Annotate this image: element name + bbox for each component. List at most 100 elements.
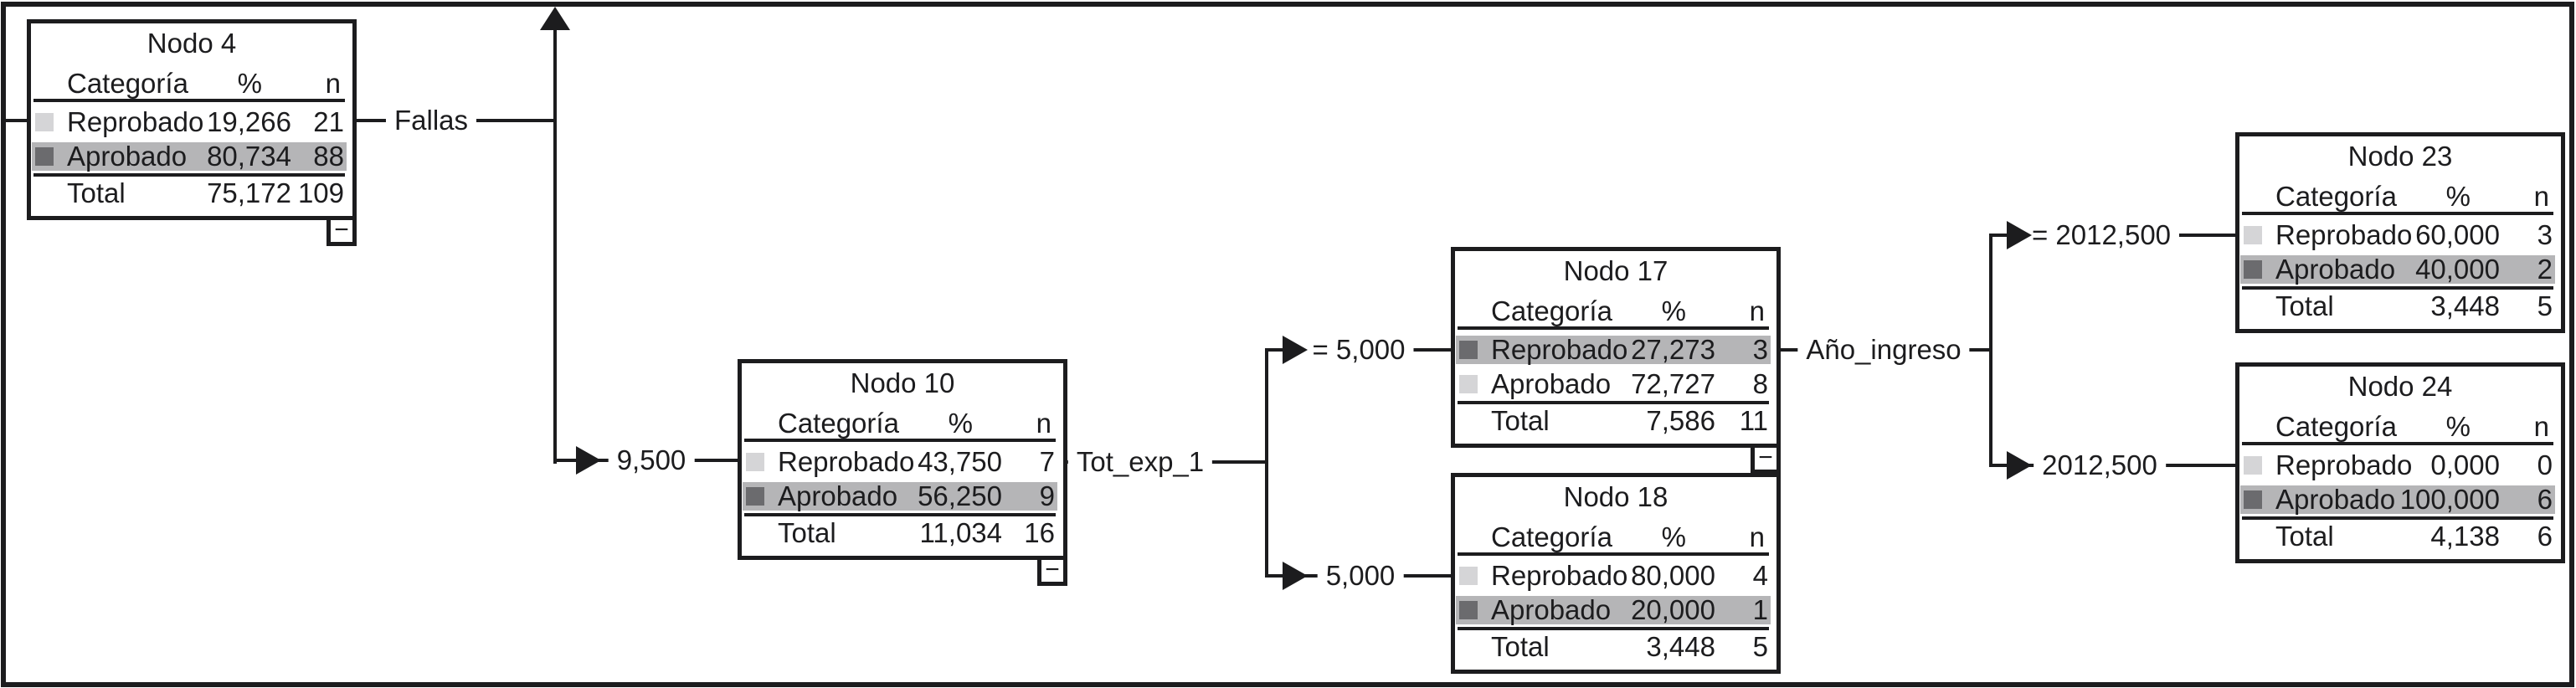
- total-percent-value: 3,448: [1646, 631, 1715, 662]
- total-divider: [33, 173, 345, 177]
- count-value: 0: [2537, 449, 2553, 480]
- node-card-18[interactable]: Nodo 18 Categoría % n Reprobado 80,000 4…: [1451, 473, 1781, 674]
- column-header-n: n: [325, 68, 341, 99]
- total-row: Total 3,448 5: [1456, 633, 1771, 661]
- total-count-value: 6: [2537, 521, 2553, 552]
- arrow-right-icon: [2007, 451, 2032, 480]
- category-label: Aprobado: [2275, 254, 2396, 285]
- column-header-categoria: Categoría: [2275, 181, 2397, 212]
- branch-label-gt-2012500: 2012,500: [2034, 449, 2166, 481]
- node-card-17[interactable]: Nodo 17 Categoría % n Reprobado 27,273 3…: [1451, 247, 1781, 474]
- category-row: Aprobado 40,000 2: [2240, 255, 2555, 284]
- arrow-up-icon: [540, 7, 570, 30]
- category-row: Reprobado 43,750 7: [743, 448, 1057, 476]
- total-divider: [1458, 627, 1769, 630]
- category-label: Reprobado: [2275, 219, 2413, 250]
- collapse-button[interactable]: −: [1037, 556, 1067, 586]
- percent-value: 40,000: [2415, 254, 2500, 285]
- percent-value: 27,273: [1631, 334, 1715, 365]
- count-value: 3: [1752, 334, 1768, 365]
- count-value: 9: [1039, 480, 1055, 511]
- node-title: Nodo 4: [147, 28, 237, 59]
- minus-icon: −: [334, 216, 349, 244]
- total-percent-value: 11,034: [919, 517, 1002, 548]
- header-divider: [1458, 326, 1769, 330]
- total-divider: [2242, 286, 2553, 290]
- percent-value: 72,727: [1631, 368, 1715, 399]
- category-label: Reprobado: [2275, 449, 2413, 480]
- category-label: Reprobado: [778, 446, 915, 477]
- node-table-header: Categoría % n: [1456, 520, 1771, 555]
- column-header-categoria: Categoría: [2275, 411, 2397, 442]
- connector-line: [1265, 348, 1268, 578]
- node-table-header: Categoría % n: [2240, 409, 2555, 444]
- arrow-right-icon: [1283, 336, 1308, 364]
- percent-value: 56,250: [918, 480, 1002, 511]
- node-table-header: Categoría % n: [1456, 294, 1771, 329]
- column-header-n: n: [2533, 411, 2549, 442]
- branch-label-le-5000: = 5,000: [1303, 334, 1414, 366]
- category-swatch-icon: [746, 487, 764, 506]
- count-value: 88: [313, 141, 344, 172]
- minus-icon: −: [1045, 556, 1060, 583]
- category-label: Aprobado: [778, 480, 898, 511]
- category-swatch-icon: [746, 453, 764, 471]
- node-card-4[interactable]: Nodo 4 Categoría % n Reprobado 19,266 21…: [27, 19, 357, 246]
- category-swatch-icon: [2244, 226, 2262, 244]
- column-header-categoria: Categoría: [67, 68, 188, 99]
- header-divider: [744, 439, 1056, 442]
- percent-value: 80,000: [1631, 560, 1715, 591]
- branch-label-tot-exp-1: Tot_exp_1: [1067, 446, 1213, 478]
- minus-icon: −: [1758, 444, 1773, 471]
- total-divider: [1458, 401, 1769, 404]
- total-count-value: 5: [2537, 290, 2553, 321]
- total-divider: [2242, 516, 2553, 520]
- column-header-percent: %: [2445, 181, 2471, 212]
- column-header-percent: %: [1661, 295, 1686, 326]
- total-label: Total: [2275, 521, 2334, 552]
- category-label: Aprobado: [1491, 368, 1612, 399]
- column-header-percent: %: [237, 68, 262, 99]
- category-row: Aprobado 80,734 88: [32, 142, 347, 171]
- category-label: Reprobado: [1491, 560, 1628, 591]
- percent-value: 100,000: [2399, 484, 2500, 515]
- column-header-percent: %: [2445, 411, 2471, 442]
- count-value: 6: [2537, 484, 2553, 515]
- category-row: Aprobado 20,000 1: [1456, 596, 1771, 624]
- category-row: Reprobado 19,266 21: [32, 108, 347, 136]
- total-label: Total: [2275, 290, 2334, 321]
- node-title: Nodo 17: [1563, 255, 1668, 286]
- node-card-23[interactable]: Nodo 23 Categoría % n Reprobado 60,000 3…: [2235, 132, 2565, 333]
- branch-label-fallas: Fallas: [385, 105, 477, 136]
- category-swatch-icon: [1459, 375, 1478, 393]
- node-table-header: Categoría % n: [743, 406, 1057, 441]
- category-row: Reprobado 27,273 3: [1456, 336, 1771, 364]
- collapse-button[interactable]: −: [1751, 444, 1781, 474]
- category-swatch-icon: [2244, 456, 2262, 475]
- category-row: Reprobado 0,000 0: [2240, 451, 2555, 480]
- category-swatch-icon: [1459, 567, 1478, 585]
- category-row: Reprobado 60,000 3: [2240, 221, 2555, 249]
- category-label: Reprobado: [1491, 334, 1628, 365]
- total-label: Total: [1491, 405, 1550, 436]
- column-header-categoria: Categoría: [1491, 295, 1612, 326]
- total-count-value: 16: [1024, 517, 1055, 548]
- total-percent-value: 4,138: [2430, 521, 2500, 552]
- node-card-10[interactable]: Nodo 10 Categoría % n Reprobado 43,750 7…: [738, 359, 1067, 586]
- column-header-categoria: Categoría: [1491, 521, 1612, 552]
- total-count-value: 5: [1752, 631, 1768, 662]
- header-divider: [1458, 552, 1769, 556]
- category-row: Reprobado 80,000 4: [1456, 562, 1771, 590]
- total-label: Total: [67, 177, 126, 208]
- connector-line: [553, 30, 557, 464]
- category-swatch-icon: [2244, 260, 2262, 279]
- total-row: Total 7,586 11: [1456, 407, 1771, 435]
- arrow-right-icon: [1283, 562, 1308, 590]
- node-card-24[interactable]: Nodo 24 Categoría % n Reprobado 0,000 0 …: [2235, 362, 2565, 563]
- collapse-button[interactable]: −: [326, 216, 357, 246]
- header-divider: [33, 99, 345, 102]
- node-table-header: Categoría % n: [2240, 179, 2555, 214]
- header-divider: [2242, 442, 2553, 445]
